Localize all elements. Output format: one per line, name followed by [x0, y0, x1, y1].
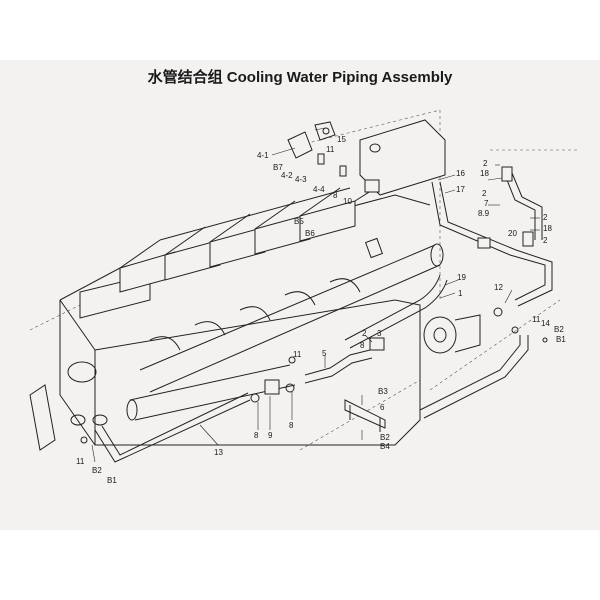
callout-B2-bracket: B2: [380, 433, 390, 442]
callout-18-top: 18: [480, 169, 489, 178]
callout-2-c: 2: [543, 213, 548, 222]
piping: [94, 172, 553, 463]
callout-11-left: 11: [76, 457, 85, 466]
callout-17: 17: [456, 185, 465, 194]
callout-3: 3: [377, 329, 382, 338]
callout-B2-right: B2: [554, 325, 564, 334]
callout-8-mid: 8: [360, 341, 365, 350]
callout-B5: B5: [294, 217, 304, 226]
callout-B3: B3: [378, 387, 388, 396]
callout-4-1: 4-1: [257, 151, 269, 160]
callout-B6: B6: [305, 229, 315, 238]
leader-lines: [91, 127, 540, 463]
callout-labels: 15 11 4-1 B7 4-2 4-3 4-4 8 10 B5 B6 16 1…: [76, 135, 566, 485]
callout-15: 15: [337, 135, 346, 144]
callout-8-lower-a: 8: [254, 431, 259, 440]
fittings: [80, 121, 548, 444]
callout-2-mid: 2: [362, 329, 367, 338]
callout-4-2: 4-2: [281, 171, 293, 180]
callout-B2-left: B2: [92, 466, 102, 475]
callout-11-right: 11: [532, 315, 541, 324]
callout-8-upper: 8: [333, 191, 338, 200]
callout-B1-left: B1: [107, 476, 117, 485]
guide-lines: [29, 109, 580, 451]
callout-20: 20: [508, 229, 517, 238]
callout-8-lower-b: 8: [289, 421, 294, 430]
callout-13: 13: [214, 448, 223, 457]
callout-10: 10: [343, 197, 352, 206]
callout-B7: B7: [273, 163, 283, 172]
callout-4-4: 4-4: [313, 185, 325, 194]
callout-6: 6: [380, 403, 385, 412]
callout-7: 7: [484, 199, 489, 208]
callout-B1-right: B1: [556, 335, 566, 344]
callout-4-3: 4-3: [295, 175, 307, 184]
callout-8-9: 8.9: [478, 209, 490, 218]
callout-16: 16: [456, 169, 465, 178]
callout-5: 5: [322, 349, 327, 358]
callout-9: 9: [268, 431, 273, 440]
callout-1: 1: [458, 289, 463, 298]
callout-12: 12: [494, 283, 503, 292]
callout-19: 19: [457, 273, 466, 282]
callout-14: 14: [541, 319, 550, 328]
callout-B4: B4: [380, 442, 390, 451]
callout-11-top: 11: [326, 145, 335, 154]
callout-2-b: 2: [482, 189, 487, 198]
callout-2-d: 2: [543, 236, 548, 245]
engine-block: [29, 119, 446, 451]
page-title: 水管结合组 Cooling Water Piping Assembly: [147, 69, 453, 86]
callout-2-a: 2: [483, 159, 488, 168]
callout-11-mid: 11: [293, 350, 302, 359]
callout-18-right: 18: [543, 224, 552, 233]
